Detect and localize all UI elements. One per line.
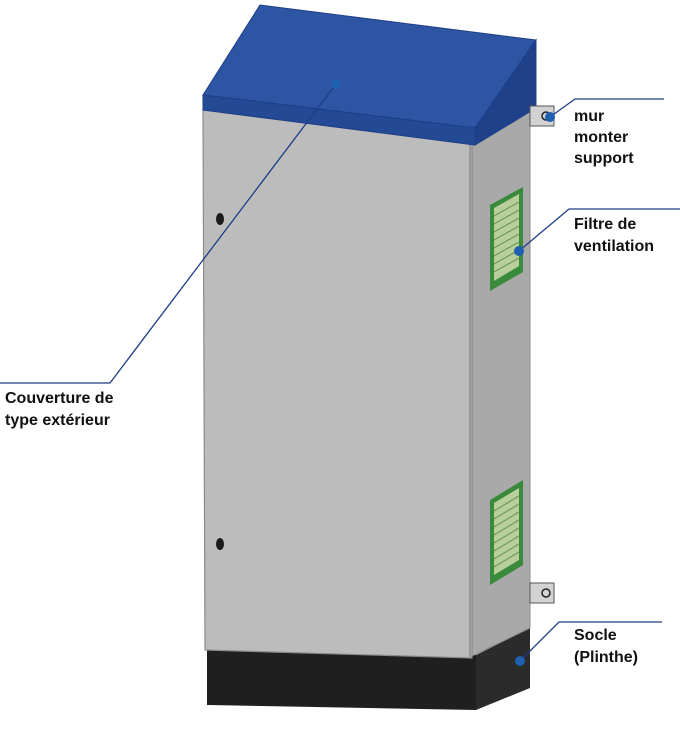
wall-bracket-lower xyxy=(529,582,555,604)
filter-grille xyxy=(494,488,519,575)
callout-filter-line1: Filtre de xyxy=(574,216,636,233)
filter-fins xyxy=(493,495,520,568)
cabinet-body xyxy=(202,107,531,659)
outdoor-roof xyxy=(202,4,537,146)
leader-lines xyxy=(0,83,680,662)
leader-dot-roof xyxy=(331,79,341,89)
filter-fins xyxy=(493,201,520,273)
callout-wall-bracket-line3: support xyxy=(574,150,634,167)
bracket-hole xyxy=(541,588,551,598)
leader-wall-bracket xyxy=(549,98,664,118)
callout-roof-line1: Couverture de xyxy=(5,390,114,407)
callout-roof-line2: type extérieur xyxy=(5,412,110,429)
plinth-side xyxy=(476,628,530,710)
leader-filter xyxy=(518,208,680,252)
ventilation-filter-lower xyxy=(490,480,523,585)
door-lock-upper xyxy=(216,213,224,225)
leader-dot-plinth xyxy=(515,656,525,666)
cabinet-door xyxy=(202,109,473,659)
callout-plinth-line2: (Plinthe) xyxy=(574,649,638,666)
door-lock-lower xyxy=(216,538,224,550)
leader-roof xyxy=(0,83,337,384)
leader-dots xyxy=(331,79,555,666)
leader-plinth xyxy=(519,621,662,662)
callout-wall-bracket-line1: mur xyxy=(574,108,604,125)
leader-dot-wall-bracket xyxy=(545,112,555,122)
filter-grille xyxy=(494,194,519,281)
ventilation-filter-upper xyxy=(490,187,523,291)
leader-dot-filter xyxy=(514,246,524,256)
callout-wall-bracket-line2: monter xyxy=(574,129,628,146)
callout-filter-line2: ventilation xyxy=(574,238,654,255)
plinth-front xyxy=(207,650,476,710)
callout-plinth-line1: Socle xyxy=(574,627,617,644)
plinth xyxy=(207,628,530,710)
